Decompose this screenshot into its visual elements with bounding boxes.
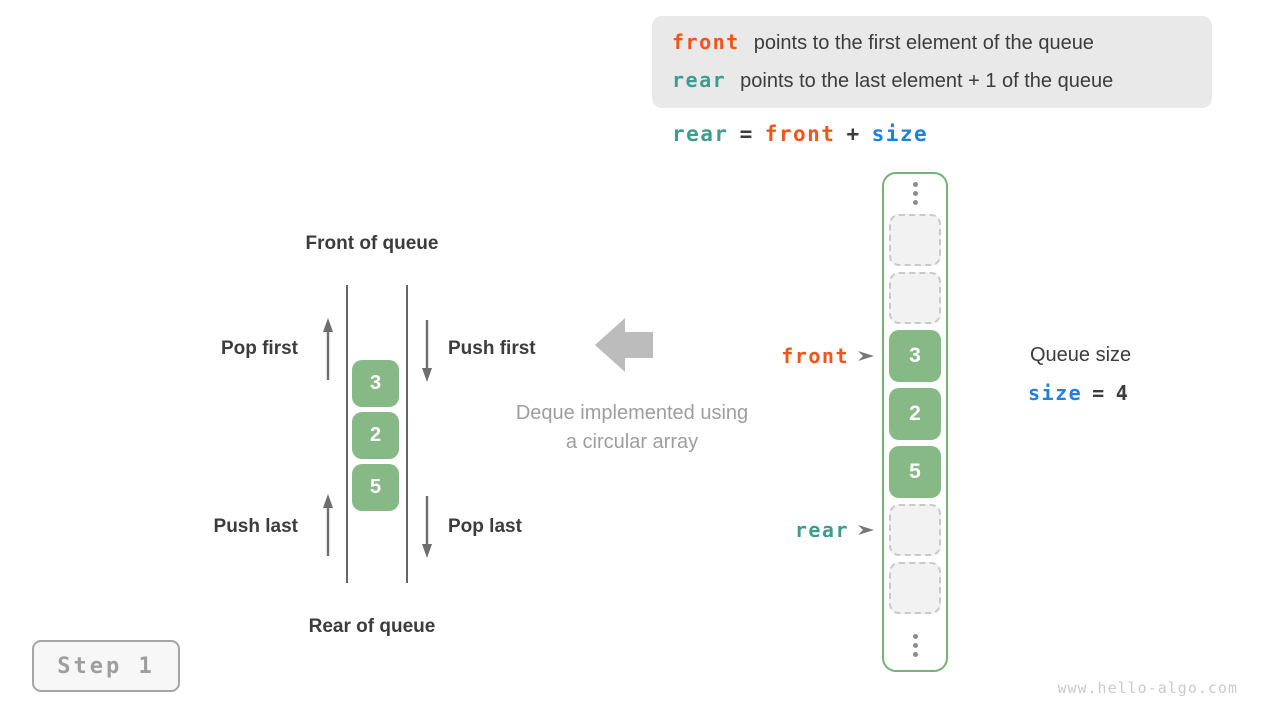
front-keyword: front: [672, 30, 740, 54]
rear-pointer: rear: [718, 504, 874, 556]
push-last-up-arrow-icon: [323, 494, 333, 556]
pointer-definition-box: front points to the first element of the…: [652, 16, 1212, 108]
equals-sign: =: [1092, 381, 1106, 405]
pop-last-down-arrow-icon: [422, 496, 432, 558]
front-definition-text: points to the first element of the queue: [753, 32, 1094, 54]
array-cell-empty: [889, 504, 941, 556]
formula-token: front: [764, 122, 836, 146]
array-cell-filled: 3: [889, 330, 941, 382]
array-cells: 3 2 5: [889, 214, 941, 614]
size-variable: size: [1028, 381, 1083, 405]
queue-channel-left-line: [346, 285, 348, 583]
formula-token: =: [739, 122, 754, 146]
push-first-down-arrow-icon: [422, 320, 432, 382]
array-cell-empty: [889, 214, 941, 266]
rear-of-queue-label: Rear of queue: [308, 616, 436, 637]
rear-keyword: rear: [672, 68, 727, 92]
push-first-label: Push first: [448, 338, 536, 359]
array-cell-filled: 5: [889, 446, 941, 498]
front-of-queue-label: Front of queue: [305, 233, 439, 254]
formula-token: rear: [672, 122, 729, 146]
formula-token: +: [846, 122, 861, 146]
figure-caption: Deque implemented using a circular array: [480, 399, 784, 457]
array-cell-empty: [889, 272, 941, 324]
rear-definition-text: points to the last element + 1 of the qu…: [740, 70, 1114, 92]
step-badge: Step 1: [32, 640, 180, 692]
queue-element: 2: [352, 412, 399, 459]
pop-last-label: Pop last: [448, 516, 522, 537]
push-last-label: Push last: [213, 516, 298, 537]
queue-size-value-line: size = 4: [1028, 381, 1129, 405]
rear-pointer-arrowhead-icon: [858, 525, 874, 535]
ellipsis-top-icon: [882, 182, 948, 205]
rear-pointer-label: rear: [794, 518, 849, 542]
ellipsis-bottom-icon: [882, 634, 948, 657]
front-pointer: front: [718, 330, 874, 382]
pop-first-label: Pop first: [220, 338, 298, 359]
front-pointer-arrowhead-icon: [858, 351, 874, 361]
size-value: 4: [1115, 381, 1130, 405]
rear-front-size-formula: rear = front + size: [672, 122, 928, 146]
queue-size-title: Queue size: [1030, 344, 1132, 366]
queue-element: 5: [352, 464, 399, 511]
array-cell-filled: 2: [889, 388, 941, 440]
pop-first-up-arrow-icon: [323, 318, 333, 380]
caption-line-2: a circular array: [565, 431, 699, 453]
front-definition-row: front points to the first element of the…: [672, 26, 1212, 60]
watermark: www.hello-algo.com: [1057, 679, 1238, 697]
caption-line-1: Deque implemented using: [515, 402, 749, 424]
array-cell-empty: [889, 562, 941, 614]
queue-element: 3: [352, 360, 399, 407]
rear-definition-row: rear points to the last element + 1 of t…: [672, 64, 1212, 98]
queue-channel-right-line: [406, 285, 408, 583]
left-block-arrow-icon: [595, 318, 653, 372]
front-pointer-label: front: [781, 344, 849, 368]
formula-token: size: [871, 122, 929, 146]
